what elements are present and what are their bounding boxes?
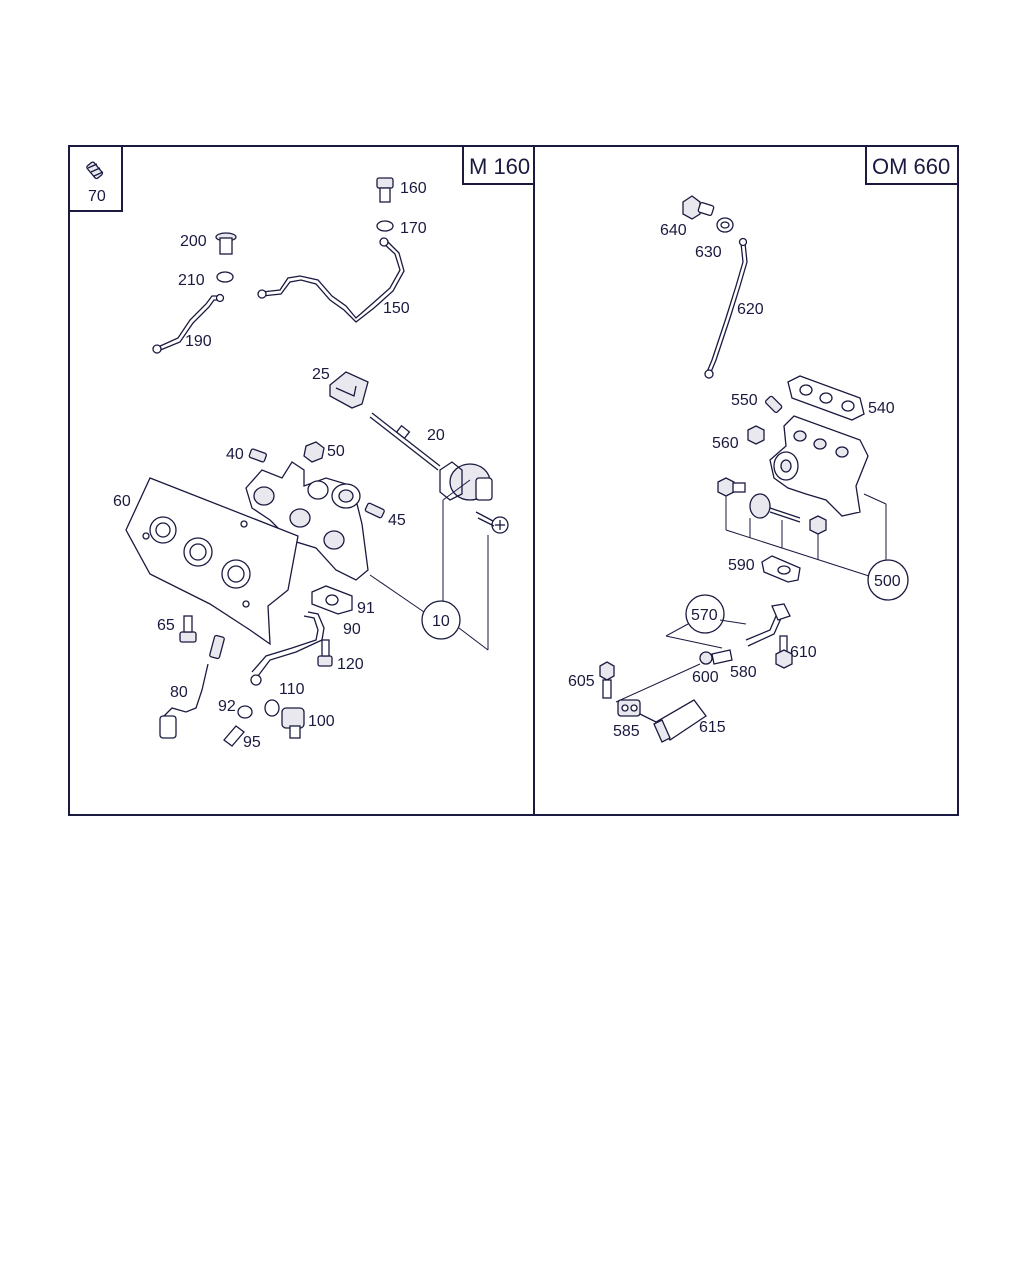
actuator-20: [369, 412, 493, 501]
turbocharger-10: [245, 461, 369, 581]
actuator-500: [749, 493, 801, 523]
stud-550: [764, 395, 783, 414]
callout-90: 90: [343, 621, 361, 638]
bracket-25: [329, 371, 369, 409]
callout-45: 45: [388, 512, 406, 529]
callout-120: 120: [337, 656, 364, 673]
callout-50: 50: [327, 443, 345, 460]
callout-605: 605: [568, 673, 595, 690]
bolt-65: [179, 615, 197, 643]
callout-circle-570: [685, 594, 725, 634]
hose-600: [699, 649, 733, 665]
callout-585: 585: [613, 723, 640, 740]
callout-550: 550: [731, 392, 758, 409]
callout-540: 540: [868, 400, 895, 417]
gasket-91: [311, 585, 353, 615]
oxygen-sensor-80: [159, 634, 225, 739]
callout-70: 70: [88, 188, 106, 205]
leader-lines-500: [725, 493, 887, 577]
nut-50: [303, 441, 325, 463]
gasket-590: [761, 555, 801, 583]
nut-560: [747, 425, 765, 445]
connector-100: [281, 707, 305, 739]
hollow-bolt-160: [376, 177, 394, 203]
callout-95: 95: [243, 734, 261, 751]
callout-560: 560: [712, 435, 739, 452]
callout-60: 60: [113, 493, 131, 510]
callout-91: 91: [357, 600, 375, 617]
callout-610: 610: [790, 644, 817, 661]
callout-92: 92: [218, 698, 236, 715]
oil-line-190: [157, 295, 220, 348]
leader-lines-left: [369, 479, 489, 651]
nut-500: [809, 515, 827, 535]
left-title-box: [462, 145, 535, 185]
bolt-605: [599, 661, 615, 699]
oil-pipe-150: [261, 242, 401, 319]
screw: [475, 511, 509, 534]
callout-80: 80: [170, 684, 188, 701]
corner-box: [68, 145, 123, 212]
callout-110: 110: [279, 681, 305, 698]
callout-590: 590: [728, 557, 755, 574]
callout-170: 170: [400, 220, 427, 237]
callout-580: 580: [730, 664, 757, 681]
callout-190: 190: [185, 333, 212, 350]
callout-620: 620: [737, 301, 764, 318]
turbocharger-500: [769, 415, 869, 517]
callout-10: 10: [432, 613, 450, 630]
right-title-box: [865, 145, 959, 185]
seal-92: [237, 705, 253, 719]
callout-160: 160: [400, 180, 427, 197]
hollow-bolt-200: [215, 232, 237, 255]
bolt-120: [317, 639, 333, 667]
callout-circle-500: [867, 559, 909, 601]
stud-40: [248, 448, 267, 463]
callout-circle-10: [421, 600, 461, 640]
callout-210: 210: [178, 272, 205, 289]
right-panel-title: OM 660: [872, 154, 950, 179]
gasket-540: [787, 375, 865, 421]
leader-lines-570: [615, 619, 747, 703]
heat-shield-60: [125, 477, 299, 646]
callout-500: 500: [874, 573, 901, 590]
callout-640: 640: [660, 222, 687, 239]
oil-line-620: [706, 242, 744, 373]
ring-110: [264, 699, 280, 717]
bolt-610: [775, 635, 793, 669]
callout-150: 150: [383, 300, 410, 317]
panel-frames: [68, 145, 959, 816]
washer-170: [376, 220, 394, 232]
callout-100: 100: [308, 713, 335, 730]
stud-45: [364, 502, 385, 519]
callout-200: 200: [180, 233, 207, 250]
stud-icon: [86, 161, 104, 180]
callout-65: 65: [157, 617, 175, 634]
callout-40: 40: [226, 446, 244, 463]
washer-210: [216, 271, 234, 283]
hose-95: [223, 725, 245, 747]
callout-630: 630: [695, 244, 722, 261]
left-panel-title: M 160: [469, 154, 530, 179]
oil-pipe-580: [745, 603, 791, 647]
fitting-585: [617, 699, 641, 717]
sealant-tube-615: [639, 699, 707, 743]
callout-20: 20: [427, 427, 445, 444]
callout-600: 600: [692, 669, 719, 686]
callout-615: 615: [699, 719, 726, 736]
turbo-bolt: [717, 477, 746, 497]
banjo-bolt-640: [682, 195, 715, 220]
callout-570: 570: [691, 607, 718, 624]
callout-25: 25: [312, 366, 330, 383]
